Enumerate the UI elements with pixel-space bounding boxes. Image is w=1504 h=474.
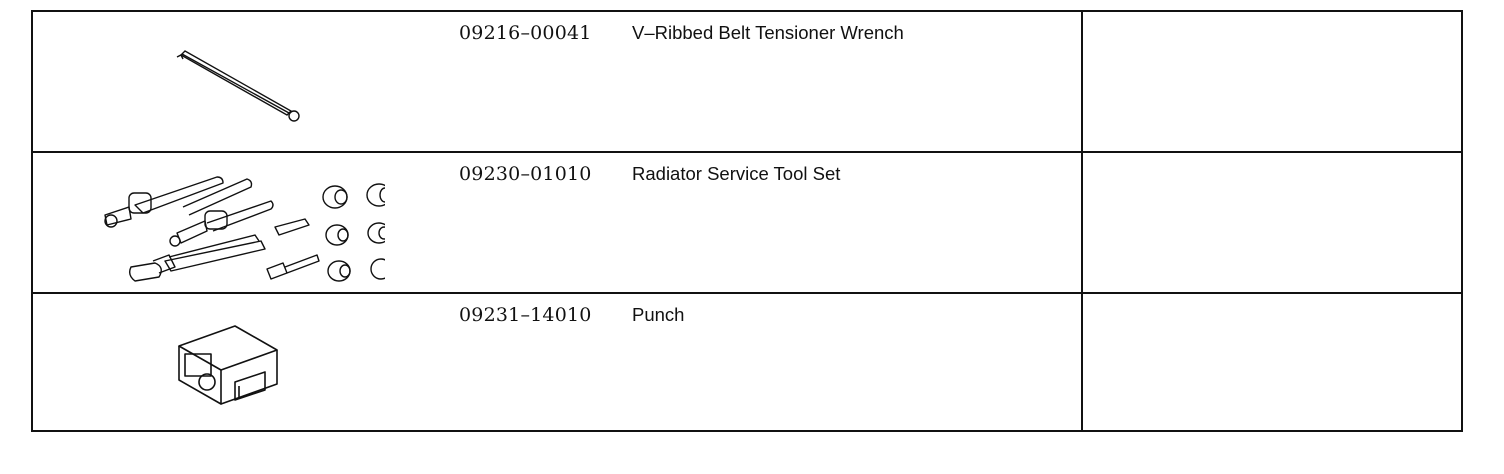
table-row: 09230–01010 Radiator Service Tool Set bbox=[33, 153, 1461, 294]
part-number: 09216–00041 bbox=[459, 22, 592, 44]
tool-description: V–Ribbed Belt Tensioner Wrench bbox=[632, 22, 904, 43]
special-tools-table: 09216–00041 V–Ribbed Belt Tensioner Wren… bbox=[31, 10, 1463, 432]
tool-description: Radiator Service Tool Set bbox=[632, 163, 841, 184]
table-row: 09231–14010 Punch bbox=[33, 294, 1461, 432]
table-row: 09216–00041 V–Ribbed Belt Tensioner Wren… bbox=[33, 12, 1461, 153]
tool-description: Punch bbox=[632, 304, 685, 325]
punch-icon bbox=[173, 320, 283, 412]
notes-column-divider bbox=[1081, 12, 1083, 430]
part-number: 09231–14010 bbox=[459, 304, 592, 326]
radiator-tool-set-icon bbox=[95, 163, 385, 288]
tensioner-wrench-icon bbox=[173, 47, 313, 127]
part-number: 09230–01010 bbox=[459, 163, 592, 185]
